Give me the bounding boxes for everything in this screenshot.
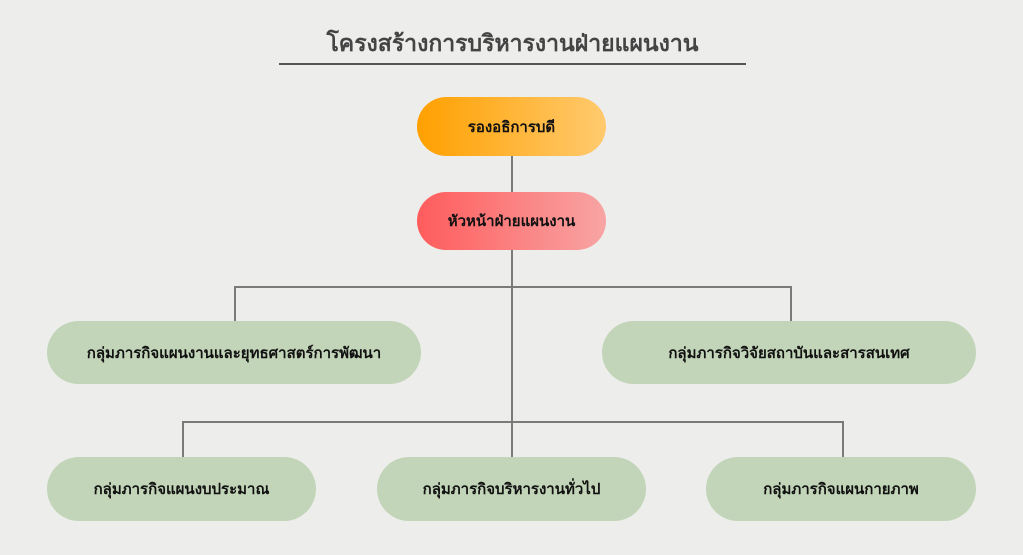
connector-main-vertical xyxy=(511,156,513,458)
node-head-of-planning: หัวหน้าฝ่ายแผนงาน xyxy=(417,192,606,250)
node-group-budget: กลุ่มภารกิจแผนงบประมาณ xyxy=(47,457,316,521)
node-group-research: กลุ่มภารกิจวิจัยสถาบันและสารสนเทศ xyxy=(602,321,976,384)
node-group-admin: กลุ่มภารกิจบริหารงานทั่วไป xyxy=(377,457,646,521)
chart-title: โครงสร้างการบริหารงานฝ่ายแผนงาน xyxy=(326,31,699,57)
node-group-physical: กลุ่มภารกิจแผนกายภาพ xyxy=(706,457,976,521)
connector-lower-horizontal xyxy=(182,421,843,423)
connector-lower-right xyxy=(842,421,844,458)
connector-lower-left xyxy=(182,421,184,458)
node-group-strategy: กลุ่มภารกิจแผนงานและยุทธศาสตร์การพัฒนา xyxy=(47,321,421,384)
connector-upper-right xyxy=(790,286,792,322)
node-vice-president: รองอธิการบดี xyxy=(417,97,606,156)
connector-upper-left xyxy=(234,286,236,322)
connector-upper-horizontal xyxy=(234,286,791,288)
title-underline xyxy=(279,63,746,65)
